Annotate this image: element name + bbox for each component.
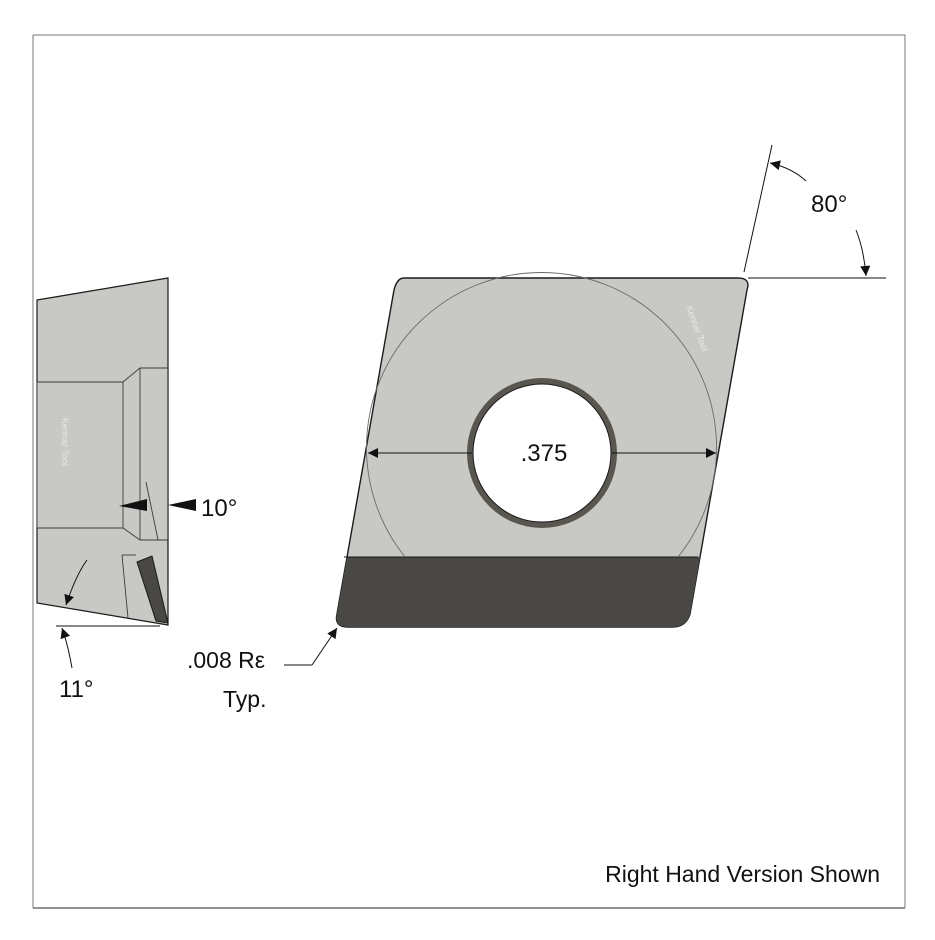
chipbreaker-arrow-left — [119, 499, 147, 511]
inscribed-circle — [366, 272, 717, 558]
clearance-angle-dimension: 11° — [56, 559, 160, 703]
clearance-angle-label: 11° — [59, 676, 94, 703]
chipbreaker-angle-label: 10° — [201, 495, 237, 522]
side-view: Kennar Tool 11° 10° — [36, 277, 237, 703]
side-view-watermark: Kennar Tool — [60, 418, 70, 466]
ic-diameter-dimension: .375 — [368, 440, 716, 467]
version-note: Right Hand Version Shown — [605, 861, 880, 887]
sheet-border — [32, 34, 906, 909]
corner-angle-label: 80° — [811, 191, 847, 218]
chipbreaker-angle-dimension: 10° — [119, 495, 237, 522]
corner-radius-callout: .008 Rε Typ. — [187, 627, 338, 712]
top-view: Kennar Tool .375 80° .008 Rε Typ. — [187, 144, 886, 712]
corner-radius-typ-label: Typ. — [223, 686, 266, 712]
side-view-recess — [36, 367, 169, 541]
corner-radius-label: .008 Rε — [187, 647, 265, 673]
side-view-carbide-tip — [136, 555, 169, 624]
corner-angle-dimension: 80° — [743, 144, 886, 279]
ic-diameter-label: .375 — [521, 440, 568, 467]
carbide-cutting-edge — [336, 557, 748, 627]
chipbreaker-arrow-right — [168, 499, 196, 511]
mounting-hole — [472, 383, 612, 523]
